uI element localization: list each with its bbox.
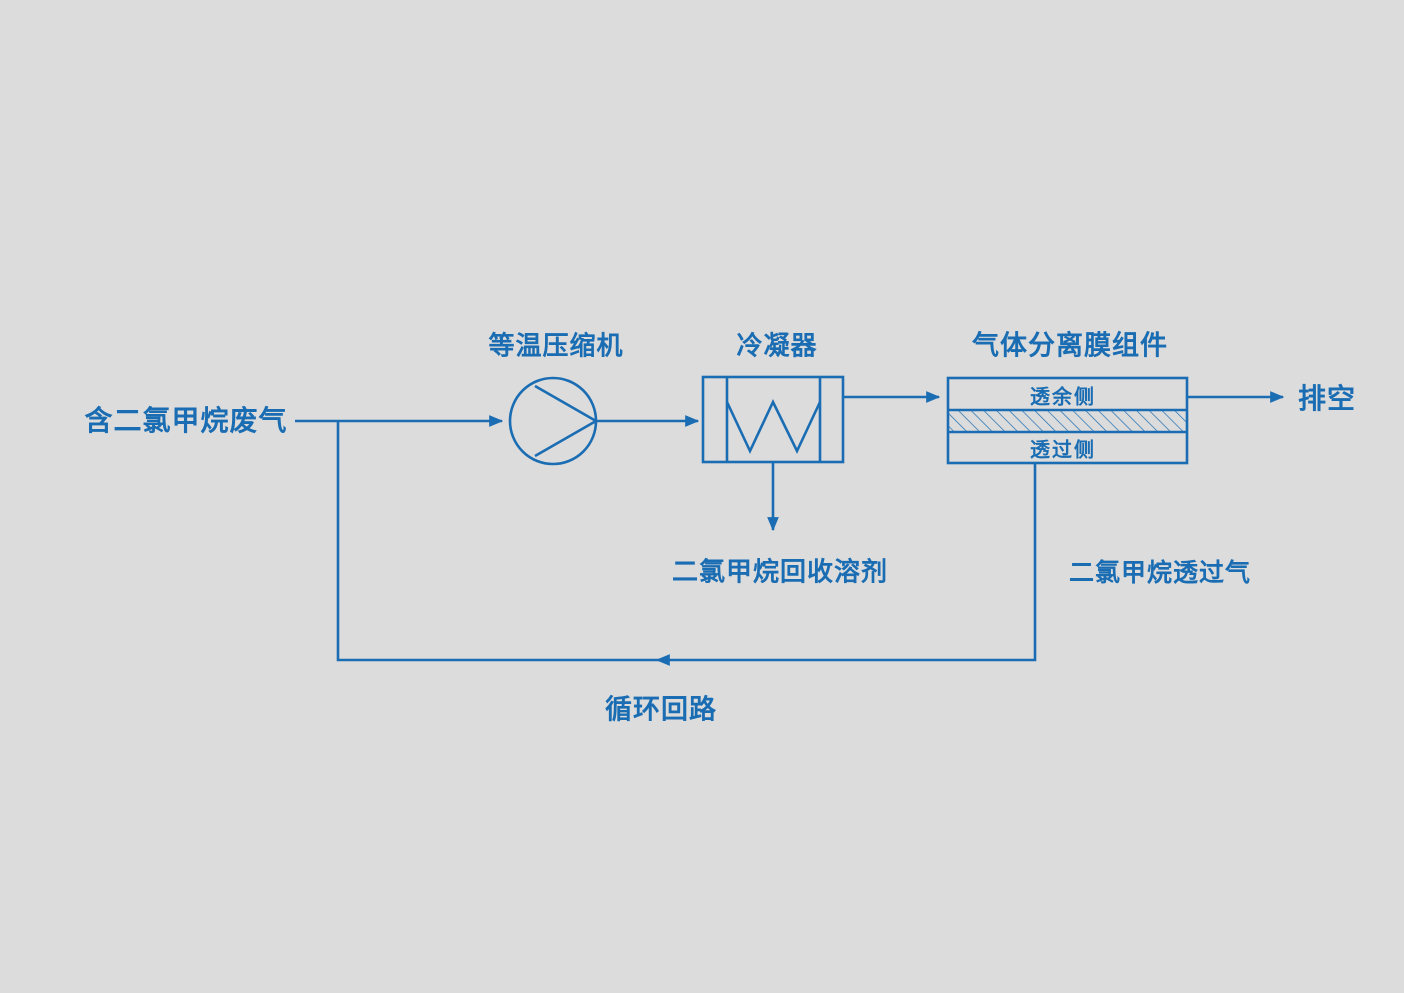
recycle-return-line <box>336 421 657 662</box>
recovered-solvent-label: 二氯甲烷回收溶剂 <box>671 557 889 588</box>
membrane-layer-hatch <box>948 410 1187 432</box>
feed-label: 含二氯甲烷废气 <box>84 404 288 437</box>
permeate-side-label: 透过侧 <box>1030 437 1096 462</box>
condenser-label: 冷凝器 <box>736 331 818 362</box>
permeate-recycle-line <box>655 463 1037 666</box>
retentate-side-label: 透余侧 <box>1030 384 1096 409</box>
compressor-label: 等温压缩机 <box>488 331 624 362</box>
compressor-icon <box>508 376 598 466</box>
condenser-coil-icon <box>725 398 822 455</box>
membrane-label: 气体分离膜组件 <box>972 330 1168 362</box>
vent-label: 排空 <box>1297 382 1357 415</box>
permeate-gas-label: 二氯甲烷透过气 <box>1068 558 1252 587</box>
condenser-icon <box>701 375 845 464</box>
recycle-loop-label: 循环回路 <box>605 694 717 726</box>
